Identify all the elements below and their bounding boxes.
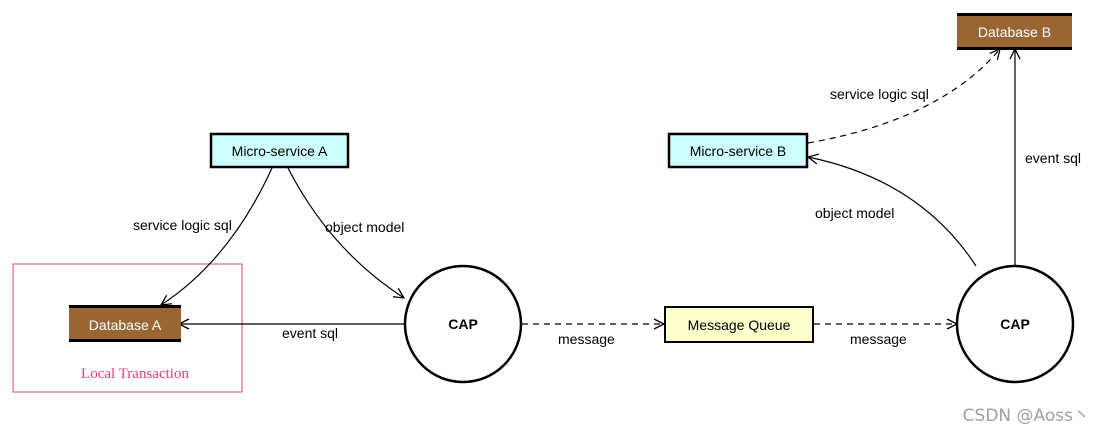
message-queue-node: Message Queue bbox=[664, 306, 814, 343]
local-transaction-frame bbox=[12, 263, 243, 393]
cap-left-label: CAP bbox=[448, 316, 478, 332]
cap-right-node: CAP bbox=[955, 264, 1075, 384]
label-b-service-logic-sql: service logic sql bbox=[830, 86, 929, 102]
label-a-object-model: object model bbox=[325, 219, 404, 235]
label-message-left: message bbox=[558, 331, 615, 347]
watermark: CSDN @Aoss丶 bbox=[963, 406, 1090, 426]
edge-a-service-logic-sql bbox=[161, 167, 273, 305]
microservice-a-label: Micro-service A bbox=[232, 143, 328, 159]
database-a-node: Database A bbox=[69, 305, 181, 342]
cap-left-node: CAP bbox=[403, 264, 523, 384]
edge-b-object-model bbox=[808, 157, 977, 267]
message-queue-label: Message Queue bbox=[688, 317, 791, 333]
microservice-b-node: Micro-service B bbox=[667, 132, 809, 169]
label-a-service-logic-sql: service logic sql bbox=[133, 217, 232, 233]
cap-right-label: CAP bbox=[1000, 316, 1030, 332]
label-message-right: message bbox=[850, 331, 907, 347]
label-b-object-model: object model bbox=[815, 205, 894, 221]
label-a-event-sql: event sql bbox=[282, 325, 338, 341]
microservice-b-label: Micro-service B bbox=[690, 143, 786, 159]
label-b-event-sql: event sql bbox=[1025, 150, 1081, 166]
database-b-label: Database B bbox=[978, 24, 1051, 40]
microservice-a-node: Micro-service A bbox=[209, 132, 350, 169]
database-b-node: Database B bbox=[957, 13, 1072, 50]
edge-a-object-model bbox=[287, 167, 404, 298]
database-a-label: Database A bbox=[89, 317, 162, 333]
local-transaction-label: Local Transaction bbox=[81, 366, 189, 382]
